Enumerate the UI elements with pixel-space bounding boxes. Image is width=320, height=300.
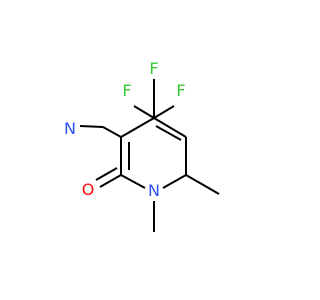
bond-c6-methyl [185, 174, 220, 195]
bond-c6-n1 [162, 174, 187, 189]
molecule-structure: F F F N O N [64, 59, 220, 232]
bond-c3-c4 [120, 117, 155, 138]
atom-f-left: F [122, 81, 131, 100]
bond-cf3-c-f-right [153, 105, 175, 119]
atom-n-nitrile: N [64, 119, 76, 138]
atom-f-right: F [176, 81, 185, 100]
atom-o-carbonyl: O [82, 180, 95, 199]
bond-c4-c5 [153, 117, 187, 138]
bond-c4-c5-inner [155, 125, 182, 141]
atom-n-ring: N [148, 181, 160, 200]
atom-f-top: F [149, 59, 158, 78]
bond-cn-triple-1 [79, 125, 104, 128]
bond-c2-o-a [99, 174, 122, 188]
bond-c2-o-b [95, 167, 118, 181]
bond-n1-c2 [120, 174, 146, 189]
bond-cf3-c-f-left [133, 105, 155, 119]
bond-c3-cn [102, 126, 122, 138]
